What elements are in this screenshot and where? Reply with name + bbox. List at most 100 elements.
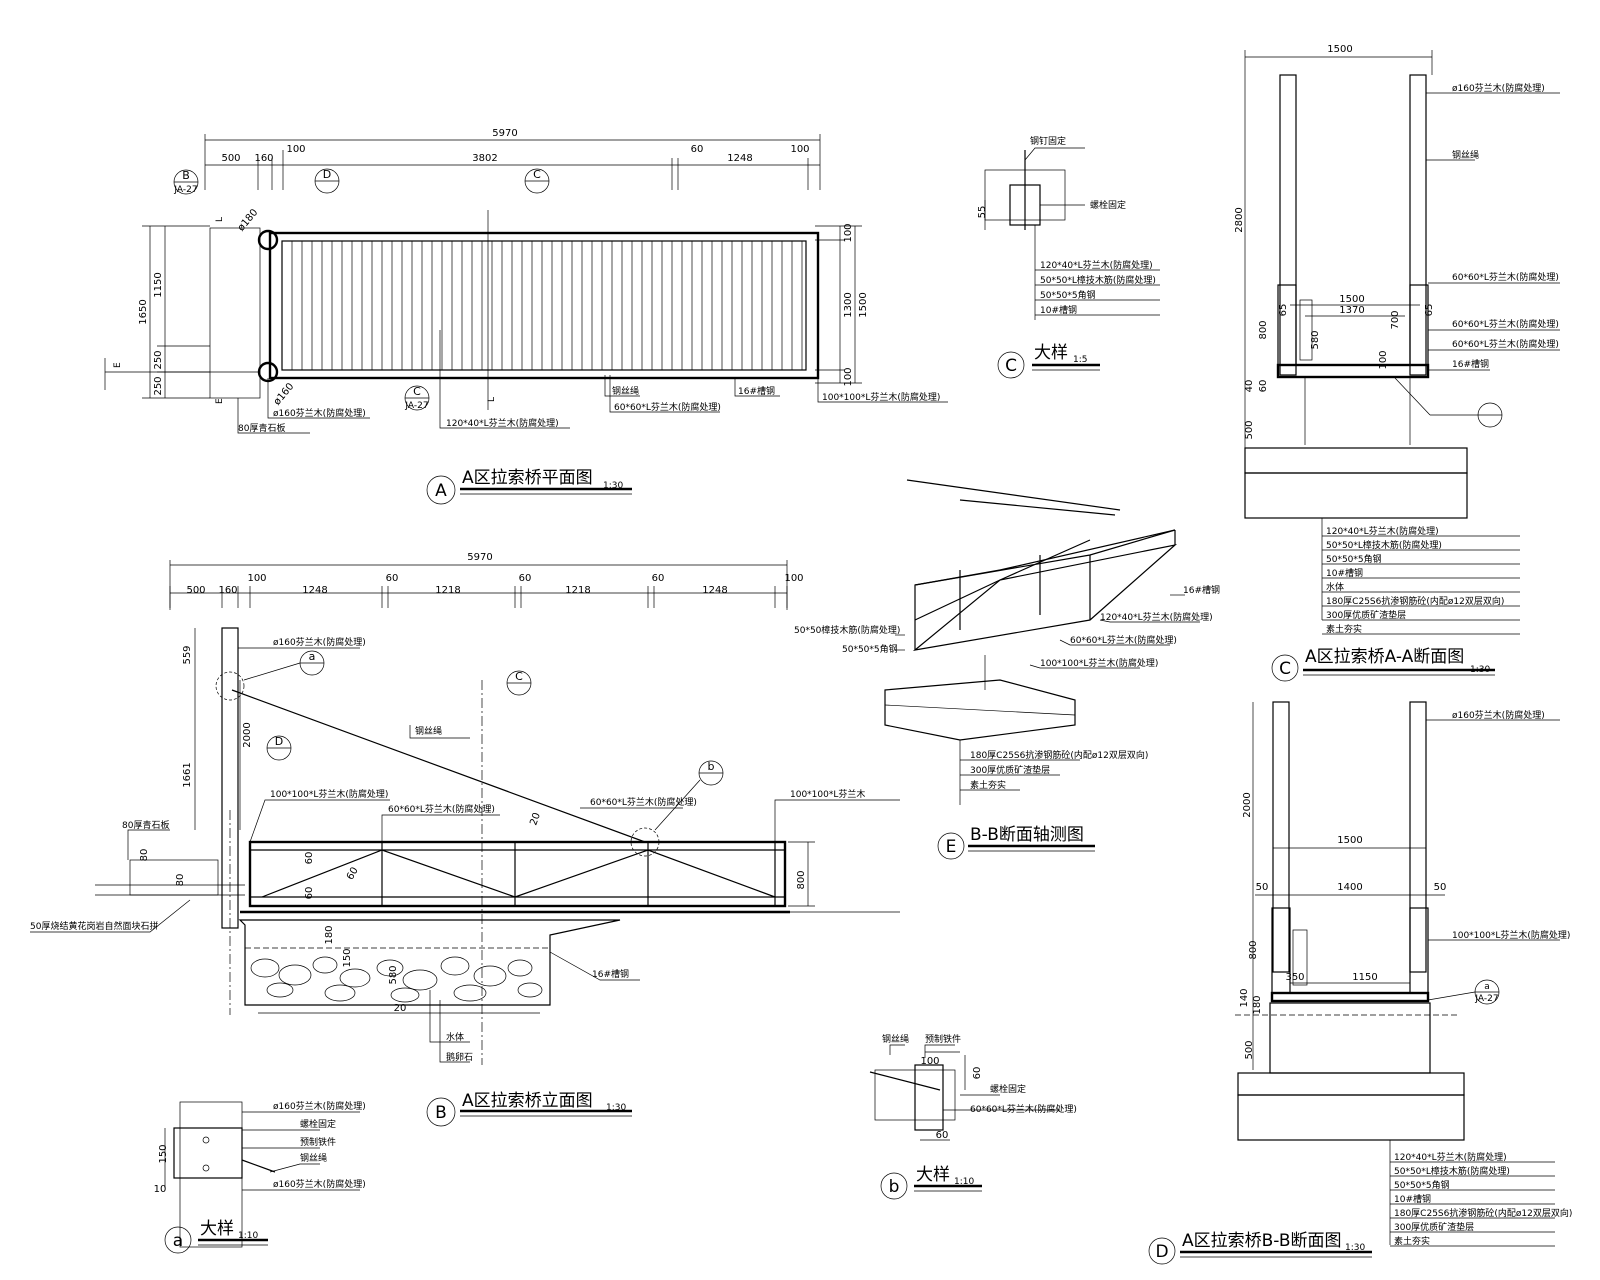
- elev-dim: 559: [182, 645, 193, 664]
- view-letter: B: [435, 1103, 447, 1123]
- axo-callout: 素土夯实: [970, 779, 1006, 791]
- elev-dim: 800: [796, 870, 807, 889]
- plan-landing: [209, 227, 261, 399]
- elev-dim: 60: [652, 573, 665, 584]
- elev-dim: 1248: [302, 585, 327, 596]
- view-letter: C: [1005, 356, 1017, 376]
- elev-dimension-lines: [169, 560, 788, 610]
- plan-dim: 1248: [727, 153, 752, 164]
- plan-dim: 500: [221, 153, 240, 164]
- elev-cable: [231, 689, 646, 843]
- detail-b: 100 60 60 钢丝绳 预制铁件 螺栓固定 60*60*L芬兰木(防腐处理)…: [869, 1033, 1077, 1200]
- sect-aa-leaders: [1426, 92, 1560, 371]
- detail-c-callout: 10#槽钢: [1040, 304, 1077, 316]
- sect-aa-dim: 1500: [1339, 294, 1364, 305]
- layer-label: 10#槽钢: [1394, 1193, 1431, 1205]
- detail-c-callout: 120*40*L芬兰木(防腐处理): [1040, 259, 1153, 271]
- pebble: [278, 964, 312, 986]
- detail-a-dim: 150: [158, 1144, 169, 1163]
- elev-callout: 60*60*L芬兰木(防腐处理): [590, 796, 697, 808]
- elev-callout: 60*60*L芬兰木(防腐处理): [388, 803, 495, 815]
- pebble: [473, 965, 507, 987]
- elev-dim: 1218: [565, 585, 590, 596]
- plan-dim-total: 5970: [492, 128, 517, 139]
- layer-label: 50*50*L樟技木筋(防腐处理): [1394, 1165, 1510, 1177]
- plan-leaders: [237, 330, 948, 434]
- elev-dim: 500: [186, 585, 205, 596]
- sect-aa-dim: 65: [1424, 304, 1435, 317]
- view-letter: A: [435, 481, 447, 501]
- elev-leaders: [30, 647, 900, 1063]
- detail-b-callout: 60*60*L芬兰木(防腐处理): [970, 1103, 1077, 1115]
- view-letter-bubble: [426, 475, 456, 505]
- detail-c-callout: 钢钉固定: [1030, 135, 1066, 147]
- plan-callout: 80厚青石板: [238, 422, 285, 434]
- sect-bb-foundation: [1237, 1094, 1465, 1141]
- elev-dim: 150: [342, 948, 353, 967]
- sect-aa-post: [1279, 74, 1297, 376]
- layer-label: 300厚优质矿渣垫层: [1326, 609, 1406, 621]
- plan-dim: 1300: [843, 292, 854, 317]
- sect-bb-dim: 1400: [1337, 882, 1362, 893]
- axo-leaders: [895, 594, 1200, 791]
- detail-c-callout: 螺栓固定: [1090, 199, 1126, 211]
- sect-bb-dim: 500: [1244, 1040, 1255, 1059]
- sect-bb-dim: 50: [1256, 882, 1269, 893]
- plan-dim: 250: [153, 350, 164, 369]
- plan-angle: ø160: [272, 381, 297, 407]
- plan-dim: 1500: [858, 292, 869, 317]
- elev-dim: 100: [247, 573, 266, 584]
- sect-aa-callout: 60*60*L芬兰木(防腐处理): [1452, 338, 1559, 350]
- axo-callout: 300厚优质矿渣垫层: [970, 764, 1050, 776]
- section-marker-label: B: [182, 169, 190, 182]
- sect-aa-dim: 40: [1244, 380, 1255, 393]
- elev-dim-total: 5970: [467, 552, 492, 563]
- plan-dim: 100: [843, 367, 854, 386]
- axo-deck: [912, 543, 1178, 651]
- plan-callout: 120*40*L芬兰木(防腐处理): [446, 417, 559, 429]
- plan-callout: 100*100*L芬兰木(防腐处理): [822, 391, 940, 403]
- view-letter: b: [889, 1177, 900, 1197]
- plan-dim: 3802: [472, 153, 497, 164]
- elev-callout: ø160芬兰木(防腐处理): [273, 636, 366, 648]
- pebble: [376, 959, 404, 977]
- view-scale: 1:30: [606, 1103, 626, 1113]
- plan-dim: 100: [790, 144, 809, 155]
- pebble: [517, 982, 543, 998]
- view-title: A区拉索桥平面图: [462, 468, 593, 488]
- sect-bb-deck: [1270, 991, 1430, 1003]
- detail-b-dim: 100: [920, 1056, 939, 1067]
- plan-dim: 1150: [153, 272, 164, 297]
- sect-aa-dim: 580: [1310, 330, 1321, 349]
- elev-dim: 160: [218, 585, 237, 596]
- sect-aa-dim: 65: [1278, 304, 1289, 317]
- view-letter: D: [1155, 1242, 1168, 1262]
- axo-callout: 16#槽钢: [1183, 584, 1220, 596]
- detail-c-callout: 50*50*L樟技木筋(防腐处理): [1040, 274, 1156, 286]
- axo-callout: 60*60*L芬兰木(防腐处理): [1070, 634, 1177, 646]
- sect-bb-dim: 800: [1248, 940, 1259, 959]
- section-cut-letter: L: [487, 397, 497, 402]
- detail-a-callout: ø160芬兰木(防腐处理): [273, 1178, 366, 1190]
- elev-dim: 1218: [435, 585, 460, 596]
- axo-callout: 100*100*L芬兰木(防腐处理): [1040, 657, 1158, 669]
- detail-a-callout: 螺栓固定: [300, 1118, 336, 1130]
- pebble: [250, 958, 280, 978]
- sect-bb-callout: 100*100*L芬兰木(防腐处理): [1452, 929, 1570, 941]
- plan-callout: ø160芬兰木(防腐处理): [273, 407, 366, 419]
- plan-callout: 钢丝绳: [612, 385, 639, 397]
- view-scale: 1:5: [1073, 355, 1087, 365]
- sect-aa-dim: 500: [1244, 420, 1255, 439]
- plan-post: [257, 229, 279, 251]
- layer-label: 180厚C25S6抗渗钢筋砼(内配ø12双层双向): [1326, 595, 1504, 607]
- section-marker-label: b: [708, 760, 715, 773]
- section-marker-label: D: [275, 735, 283, 748]
- sect-aa-foundation: [1244, 472, 1468, 519]
- pebble: [339, 968, 371, 988]
- elev-callout: 100*100*L芬兰木(防腐处理): [270, 788, 388, 800]
- axo-callout: 120*40*L芬兰木(防腐处理): [1100, 611, 1213, 623]
- section-marker-label: C: [413, 385, 421, 398]
- layer-label: 素土夯实: [1326, 623, 1362, 635]
- view-letter-bubble: [426, 1097, 456, 1127]
